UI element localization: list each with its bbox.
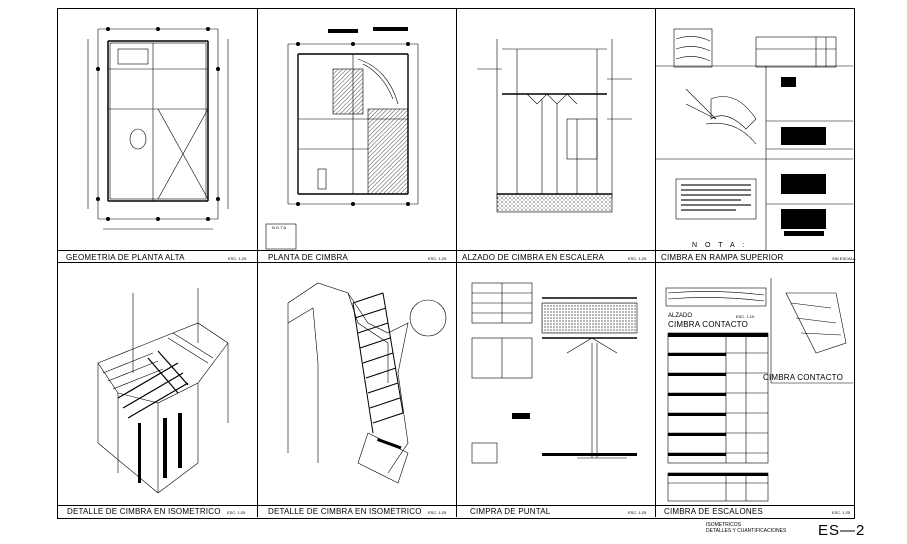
panel-caption: CIMBRA DE ESCALONES [664, 507, 763, 516]
panel-alzado-escalera [457, 9, 655, 250]
panel-scale: ESC. 1:25 [628, 510, 647, 515]
panel-scale: ESC. 1:25 [428, 510, 447, 515]
panel-caption: CIMBRA EN RAMPA SUPERIOR [661, 253, 784, 262]
panel-planta-cimbra: N O T A [258, 9, 456, 250]
panel-caption: ALZADO DE CIMBRA EN ESCALERA [462, 253, 605, 262]
step-formwork-drawing [665, 278, 853, 502]
panel-isometrico-1 [58, 263, 257, 505]
panel-isometrico-2 [258, 263, 456, 505]
cimbra-contacto-label-2: CIMBRA CONTACTO [763, 373, 844, 382]
stair-elevation-drawing [477, 39, 632, 213]
alzado-scale: ESC. 1:10 [736, 314, 755, 319]
sheet-number: ES—2 [818, 522, 866, 539]
cimbra-contacto-label: CIMBRA CONTACTO [668, 320, 749, 329]
grid-divider [57, 262, 854, 263]
panel-escalones: ALZADO ESC. 1:10 CIMBRA CONTACTO CIMBRA … [656, 263, 853, 505]
floor-plan-drawing [87, 27, 229, 230]
panel-scale: ESC. 1:25 [832, 510, 851, 515]
panel-scale: ESC. 1:25 [228, 256, 247, 261]
caption-rule [57, 505, 854, 506]
panel-caption: GEOMETRIA DE PLANTA ALTA [66, 253, 185, 262]
panel-rampa-superior [656, 9, 853, 250]
panel-scale: ESC. 1:25 [428, 256, 447, 261]
panel-planta-alta [58, 9, 257, 250]
panel-puntal [457, 263, 655, 505]
panel-scale: ESC. 1:25 [628, 256, 647, 261]
panel-scale: ESC. 1:25 [227, 510, 246, 515]
formwork-plan-drawing [265, 27, 419, 250]
title-line-1: ISOMETRICOS [706, 522, 742, 528]
title-block: ISOMETRICOS DETALLES Y CUANTIFICACIONES [706, 522, 786, 534]
alzado-label: ALZADO [668, 313, 693, 319]
prop-shoring-drawing [471, 282, 638, 464]
panel-caption: CIMPRA DE PUNTAL [470, 507, 551, 516]
isometric-formwork-drawing [97, 288, 229, 494]
panel-caption: DETALLE DE CIMBRA EN ISOMETRICO [67, 507, 221, 516]
caption-rule [57, 250, 854, 251]
ramp-formwork-drawing [656, 28, 853, 250]
panel-scale: SIN ESCALA [832, 256, 856, 261]
nota-label: N O T A [272, 225, 287, 230]
title-line-2: DETALLES Y CUANTIFICACIONES [706, 528, 787, 534]
nota-heading: N O T A : [692, 242, 748, 249]
isometric-stair-drawing [287, 282, 447, 484]
panel-caption: DETALLE DE CIMBRA EN ISOMETRICO [268, 507, 422, 516]
panel-caption: PLANTA DE CIMBRA [268, 253, 348, 262]
